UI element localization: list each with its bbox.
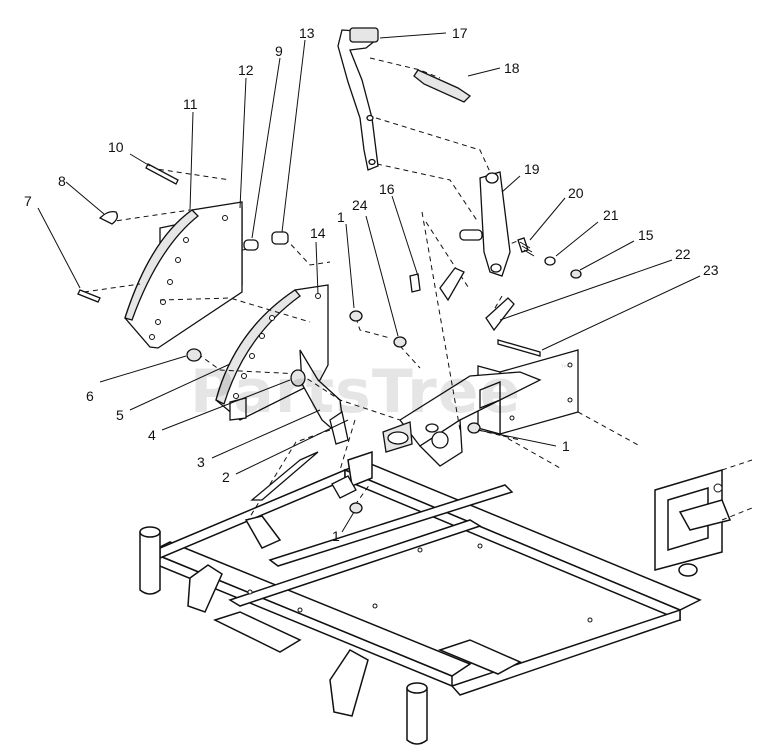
fasteners	[77, 163, 481, 514]
callout-3: 3	[197, 454, 205, 470]
callout-19: 19	[524, 161, 540, 177]
pivot-bracket	[331, 371, 542, 499]
pivot-arm	[459, 171, 511, 277]
callout-labels: 17 18 13 9 12 11 10 8 7 19 16 20 21 15 2…	[24, 25, 719, 544]
callout-18: 18	[504, 60, 520, 76]
lever-handle	[337, 27, 379, 171]
link-plates	[409, 267, 515, 332]
callout-23: 23	[703, 262, 719, 278]
watermark-trademark: ™	[560, 364, 570, 375]
callout-1-lower: 1	[332, 528, 340, 544]
callout-24: 24	[352, 197, 368, 213]
callout-5: 5	[116, 407, 124, 423]
spring-hardware	[517, 237, 582, 279]
callout-leaders	[37, 32, 701, 533]
watermark: PartsTree ™	[190, 357, 570, 427]
callout-15: 15	[638, 227, 654, 243]
callout-6: 6	[86, 388, 94, 404]
callout-2: 2	[222, 469, 230, 485]
callout-1-upper: 1	[337, 209, 345, 225]
watermark-text: PartsTree	[190, 357, 521, 427]
callout-11: 11	[183, 96, 198, 112]
control-panel-curved	[124, 201, 243, 349]
callout-10: 10	[108, 139, 124, 155]
main-frame	[139, 450, 753, 745]
clevis-pin	[497, 339, 541, 357]
assembly-lines	[83, 57, 521, 521]
callout-9: 9	[275, 43, 283, 59]
callout-14: 14	[310, 225, 326, 241]
callout-22: 22	[675, 246, 691, 262]
callout-17: 17	[452, 25, 468, 41]
callout-20: 20	[568, 185, 584, 201]
lever-grip	[413, 69, 472, 103]
callout-8: 8	[58, 173, 66, 189]
callout-16: 16	[379, 181, 395, 197]
callout-7: 7	[24, 193, 32, 209]
callout-21: 21	[603, 207, 619, 223]
callout-1-right: 1	[562, 438, 570, 454]
callout-12: 12	[238, 62, 254, 78]
callout-13: 13	[299, 25, 315, 41]
callout-4: 4	[148, 427, 156, 443]
